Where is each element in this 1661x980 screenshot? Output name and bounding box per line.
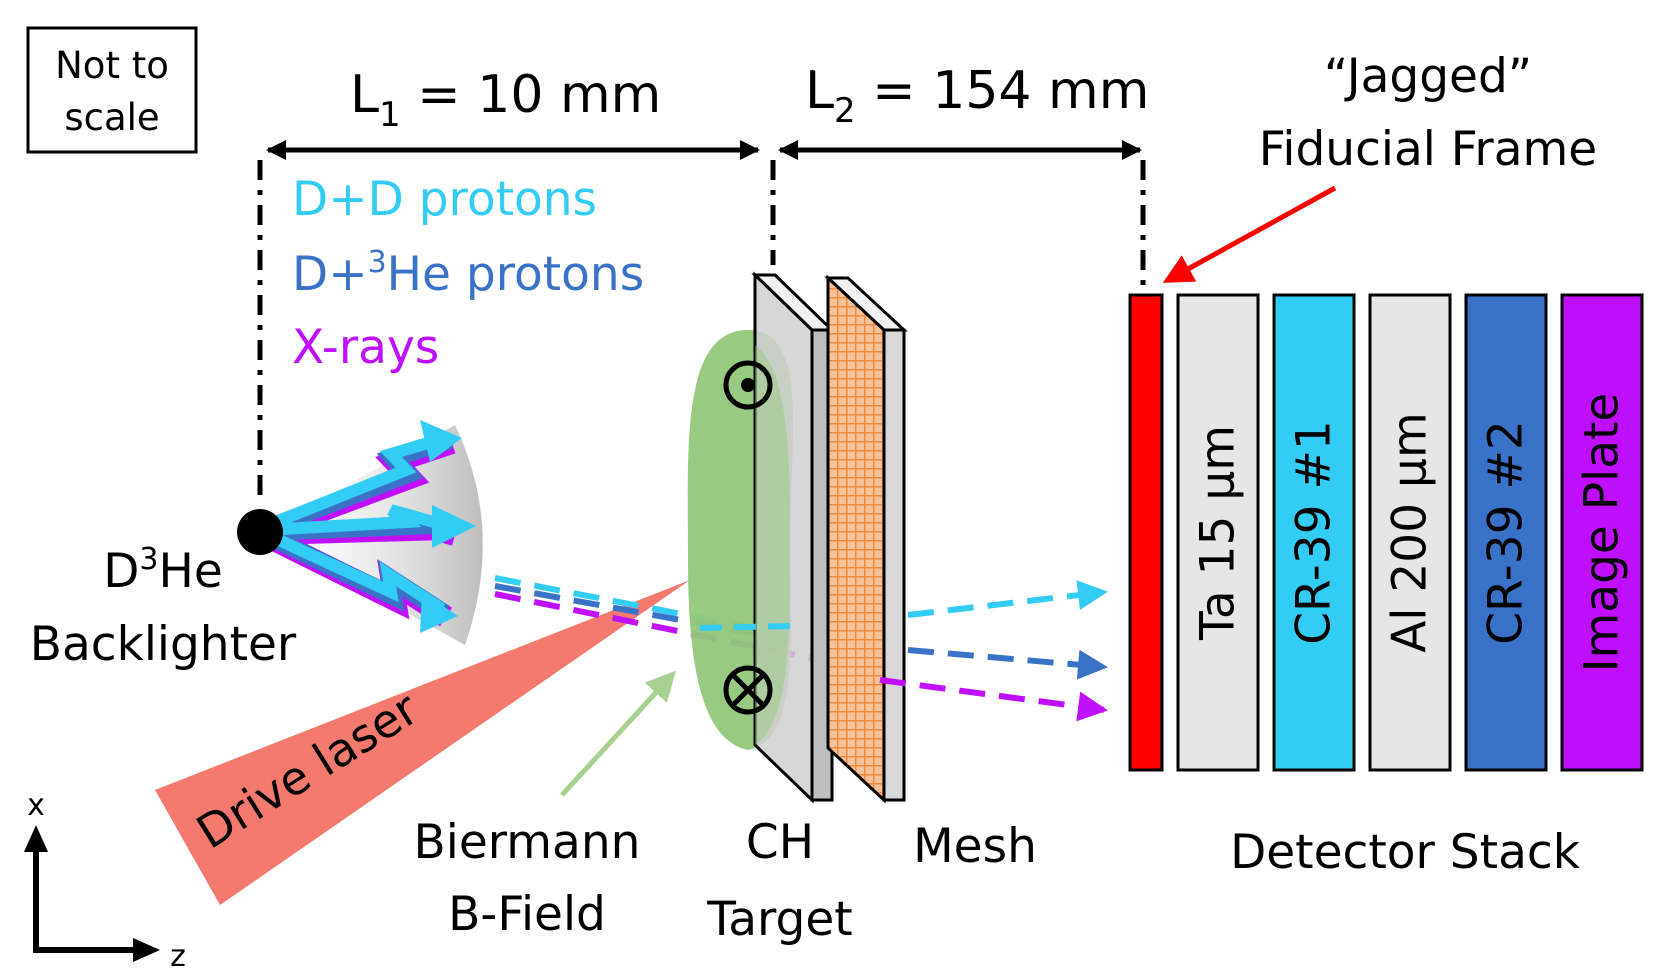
fiducial-line2: Fiducial Frame bbox=[1259, 122, 1597, 177]
bfield-in-symbol bbox=[723, 665, 773, 715]
bfield-out-symbol bbox=[723, 360, 773, 410]
detector-layer-label-5: Image Plate bbox=[1575, 393, 1630, 673]
l2-value: = 154 mm bbox=[856, 61, 1150, 121]
bottom-labels: Biermann B-Field CH Target Mesh bbox=[414, 670, 1037, 947]
detector-layer-label-3: Al 200 µm bbox=[1383, 412, 1438, 653]
axis-x-label: x bbox=[27, 788, 45, 823]
note-line1: Not to bbox=[55, 44, 169, 87]
fiducial-pointer-arrow bbox=[1162, 185, 1337, 283]
legend-dd-protons: D+D protons bbox=[292, 172, 597, 227]
not-to-scale-note: Not to scale bbox=[26, 26, 198, 154]
fiducial-frame bbox=[1128, 293, 1164, 772]
detector-layer-1 bbox=[1176, 293, 1260, 772]
mesh bbox=[824, 274, 908, 804]
reference-lines bbox=[257, 160, 1146, 505]
detector-layer-3 bbox=[1368, 293, 1452, 772]
particle-arrows bbox=[263, 420, 476, 633]
l1-value: = 10 mm bbox=[401, 65, 662, 125]
detector-layer-2 bbox=[1272, 293, 1356, 772]
note-line2: scale bbox=[64, 96, 159, 139]
svg-text:L2 = 154 mm: L2 = 154 mm bbox=[805, 61, 1149, 131]
legend-d3he-protons: D+3He protons bbox=[292, 245, 644, 302]
target-line2: Target bbox=[706, 892, 852, 947]
detector-layer-5 bbox=[1560, 293, 1644, 772]
bfield-overlay bbox=[755, 345, 790, 745]
backlighter-line2: Backlighter bbox=[30, 617, 297, 672]
output-arrows bbox=[879, 580, 1108, 722]
detector-layer-label-1: Ta 15 µm bbox=[1191, 425, 1246, 641]
l1-var: L bbox=[350, 65, 379, 125]
legend-xrays: X-rays bbox=[292, 320, 439, 375]
axis-z-label: z bbox=[170, 939, 186, 974]
detector-stack-caption: Detector Stack bbox=[1230, 825, 1581, 880]
biermann-line1: Biermann bbox=[414, 815, 641, 870]
bfield-pointer-arrow bbox=[560, 670, 677, 797]
backlighter-source bbox=[237, 509, 283, 555]
backlighter-label: D3He Backlighter bbox=[30, 542, 297, 672]
l2-sub: 2 bbox=[834, 91, 856, 131]
detector-stack: Ta 15 µm CR-39 #1 Al 200 µm CR-39 #2 Image P… bbox=[1128, 293, 1644, 880]
detector-layer-4 bbox=[1464, 293, 1548, 772]
fiducial-frame-label: “Jagged” Fiducial Frame bbox=[1162, 49, 1597, 283]
l1-sub: 1 bbox=[379, 95, 401, 135]
fiducial-line1: “Jagged” bbox=[1324, 49, 1532, 104]
mesh-label: Mesh bbox=[913, 819, 1037, 874]
l2-var: L bbox=[805, 61, 834, 121]
detector-layer-label-4: CR-39 #2 bbox=[1479, 420, 1534, 645]
target-line1: CH bbox=[746, 815, 814, 870]
detector-layer-label-2: CR-39 #1 bbox=[1287, 420, 1342, 645]
backlighter-line1: D3He bbox=[103, 542, 223, 599]
biermann-line2: B-Field bbox=[448, 887, 606, 942]
dimension-l2: L2 = 154 mm bbox=[778, 61, 1149, 160]
coordinate-axes: x z bbox=[24, 788, 186, 974]
legend: D+D protons D+3He protons X-rays bbox=[292, 172, 644, 375]
dimension-l1: L1 = 10 mm bbox=[266, 65, 760, 160]
svg-text:L1 = 10 mm: L1 = 10 mm bbox=[350, 65, 661, 135]
